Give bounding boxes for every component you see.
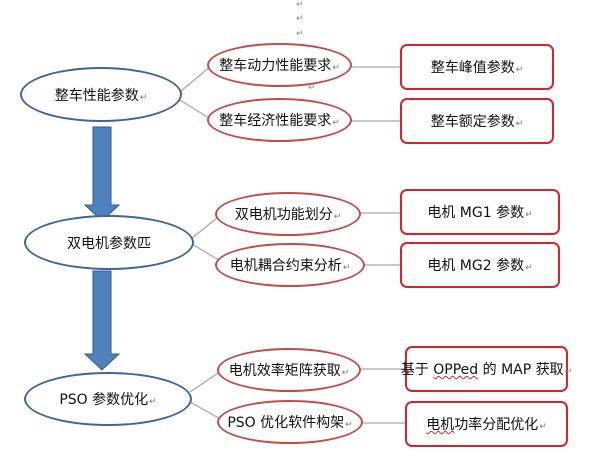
paragraph-mark: ↵: [525, 263, 533, 273]
down-arrow-icon: [83, 270, 121, 371]
down-arrow-icon: [83, 126, 121, 222]
branch-node-power-requirement: 整车动力性能要求↵: [207, 43, 352, 87]
branch-label: 双电机功能划分: [234, 207, 333, 223]
paragraph-mark: ↵: [333, 212, 342, 222]
connector-main1-to-power: [179, 64, 213, 93]
paragraph-mark: ↵: [341, 368, 350, 378]
down-arrows: [83, 126, 121, 371]
leaf-box-rated-params: 整车额定参数↵: [400, 98, 554, 144]
leaf-box-peak-params: 整车峰值参数↵: [400, 44, 554, 90]
paragraph-mark: ↵: [296, 0, 304, 10]
stage-label: 双电机参数匹: [67, 235, 151, 252]
stage-node-pso-optimization: PSO 参数优化↵: [24, 372, 192, 426]
paragraph-mark: ↵: [525, 210, 533, 220]
paragraph-mark: ↵: [515, 65, 524, 75]
leaf-box-opped-map: 基于 OPPed 的 MAP 获取↵: [401, 346, 572, 392]
leaf-box-mg2-params: 电机 MG2 参数↵: [400, 242, 560, 288]
branch-node-function-division: 双电机功能划分↵: [215, 192, 361, 236]
leaf-text: 基于 OPPed 的 MAP 获取: [400, 362, 564, 378]
leaf-text: 电机功率分配优化: [426, 417, 539, 433]
paragraph-mark: ↵: [564, 367, 573, 377]
connector-main1-to-economy: [179, 99, 213, 121]
branch-node-efficiency-matrix: 电机效率矩阵获取↵: [217, 348, 361, 392]
branch-label: 电机耦合约束分析: [229, 258, 342, 274]
paragraph-mark: ↵: [342, 263, 351, 273]
paragraph-mark: ↵: [296, 29, 304, 39]
branch-node-pso-software-architecture: PSO 优化软件构架↵: [217, 400, 363, 444]
leaf-label: 电机 MG1 参数: [427, 205, 525, 221]
leaf-label: 电机 MG2 参数: [427, 258, 525, 274]
stage-label: PSO 参数优化: [59, 392, 149, 408]
stage-node-dual-motor-matching: 双电机参数匹: [24, 215, 194, 270]
paragraph-mark: ↵: [308, 83, 316, 93]
branch-label: PSO 优化软件构架: [227, 415, 345, 431]
leaf-label: 整车额定参数: [430, 114, 515, 130]
stage-node-vehicle-performance: 整车性能参数↵: [20, 67, 182, 122]
branch-label: 电机效率矩阵获取: [228, 363, 341, 379]
branch-node-economy-requirement: 整车经济性能要求↵: [207, 98, 352, 142]
leaf-box-power-allocation: 电机功率分配优化↵: [405, 401, 568, 447]
leaf-label: 整车峰值参数: [430, 60, 515, 76]
stage-label: 整车性能参数: [54, 87, 139, 104]
branch-label: 整车动力性能要求: [219, 58, 332, 74]
branch-label: 整车经济性能要求: [219, 113, 332, 129]
paragraph-mark: ↵: [296, 14, 304, 24]
paragraph-mark: ↵: [539, 422, 547, 432]
paragraph-mark: ↵: [332, 63, 340, 73]
branch-node-coupling-constraint: 电机耦合约束分析↵: [215, 243, 365, 287]
paragraph-mark: ↵: [345, 420, 353, 430]
leaf-box-mg1-params: 电机 MG1 参数↵: [400, 189, 560, 235]
paragraph-mark: ↵: [515, 119, 524, 129]
paragraph-mark: ↵: [139, 92, 148, 103]
paragraph-mark: ↵: [332, 118, 340, 128]
paragraph-mark: ↵: [149, 397, 157, 407]
